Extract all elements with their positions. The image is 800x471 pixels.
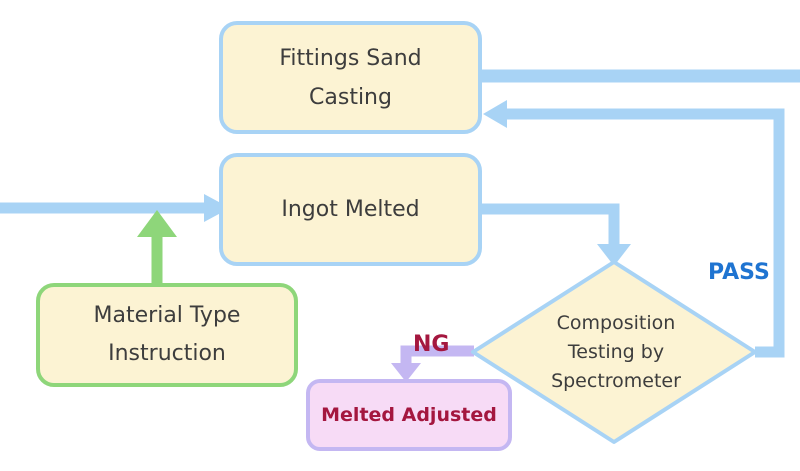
arrowhead-into-melted-adjusted [391,363,421,382]
material-label-line-2: Instruction [108,341,226,366]
material-label-line-1: Material Type [93,303,241,328]
composition-label-line-2: Testing by [567,340,665,363]
ng-edge-label: NG [413,332,450,357]
arrowhead-into-composition [597,244,631,266]
connector-ng [400,345,474,366]
composition-testing-label: Composition Testing by Spectrometer [518,306,714,398]
melted-adjusted-label: Melted Adjusted [321,404,497,426]
arrowhead-material-up [137,210,177,237]
composition-label-line-1: Composition [556,311,676,334]
arrowhead-into-fittings [483,100,507,128]
fittings-label-line-2: Casting [309,84,392,110]
ingot-melted-box: Ingot Melted [219,153,482,266]
ingot-label: Ingot Melted [281,197,420,222]
melted-adjusted-box: Melted Adjusted [306,379,512,451]
fittings-label-line-1: Fittings Sand [279,45,422,71]
composition-decision-shape [471,260,757,444]
connector-pass-loop [505,108,785,358]
connector-ingot-to-composition [482,203,620,246]
composition-label-line-3: Spectrometer [551,369,681,392]
fittings-sand-casting-box: Fittings Sand Casting [219,21,482,134]
material-type-instruction-box: Material Type Instruction [36,283,298,387]
arrowhead-into-ingot [204,194,230,222]
pass-edge-label: PASS [708,260,770,285]
